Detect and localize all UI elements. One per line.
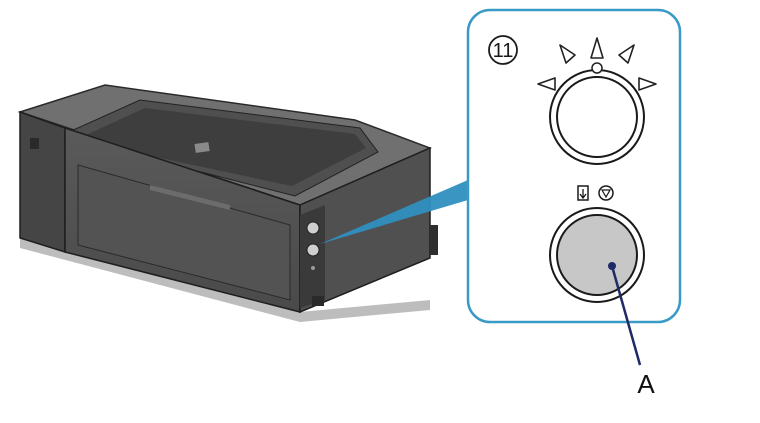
zoom-beam [320, 180, 468, 244]
power-lamp [591, 62, 603, 74]
stop-icon [598, 185, 614, 201]
step-number-circle [488, 35, 518, 65]
printer-power-button [306, 221, 320, 235]
printer [17, 84, 438, 322]
top-cover-inner [75, 108, 366, 186]
paper-feed-icon [577, 185, 589, 201]
printer-lamp [311, 266, 315, 270]
rear-connector [430, 225, 438, 255]
callout-leader-dot [608, 262, 616, 270]
top-logo-mark [194, 142, 210, 153]
left-side-slot [30, 138, 39, 149]
resume-cancel-button[interactable] [556, 214, 638, 296]
printer-left-side [19, 110, 66, 254]
inset-panel: 11 [466, 8, 682, 366]
control-panel-strip [300, 205, 325, 308]
printer-resume-button [306, 243, 320, 257]
tray-handle [150, 185, 230, 210]
callout-label: A [637, 369, 655, 399]
callout-leader-line [610, 265, 642, 366]
step-number: 11 [493, 40, 514, 62]
printer-shadow [20, 238, 430, 322]
power-button[interactable] [556, 76, 638, 158]
front-port [312, 296, 324, 306]
